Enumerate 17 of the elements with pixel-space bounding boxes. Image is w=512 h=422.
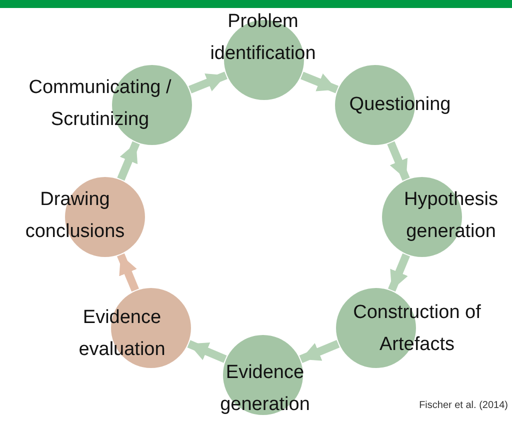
step-label: Communicating / Scrutinizing <box>28 76 172 132</box>
citation: Fischer et al. (2014) <box>419 400 508 411</box>
arrow <box>387 141 410 181</box>
step-label: Evidence evaluation <box>78 306 166 362</box>
step-label: Drawing conclusions <box>24 188 126 244</box>
arrow <box>117 253 139 292</box>
step-label: Hypothesis generation <box>403 188 499 244</box>
step-label: Evidence generation <box>219 361 311 417</box>
step-label: Questioning <box>348 93 452 117</box>
arrow <box>299 340 340 363</box>
arrow <box>388 253 410 292</box>
arrow <box>188 72 228 94</box>
step-label: Construction of Artefacts <box>352 301 482 357</box>
arrow <box>187 340 227 363</box>
arrow <box>117 141 140 181</box>
step-label: Problem identification <box>209 10 317 66</box>
arrow <box>300 72 338 94</box>
